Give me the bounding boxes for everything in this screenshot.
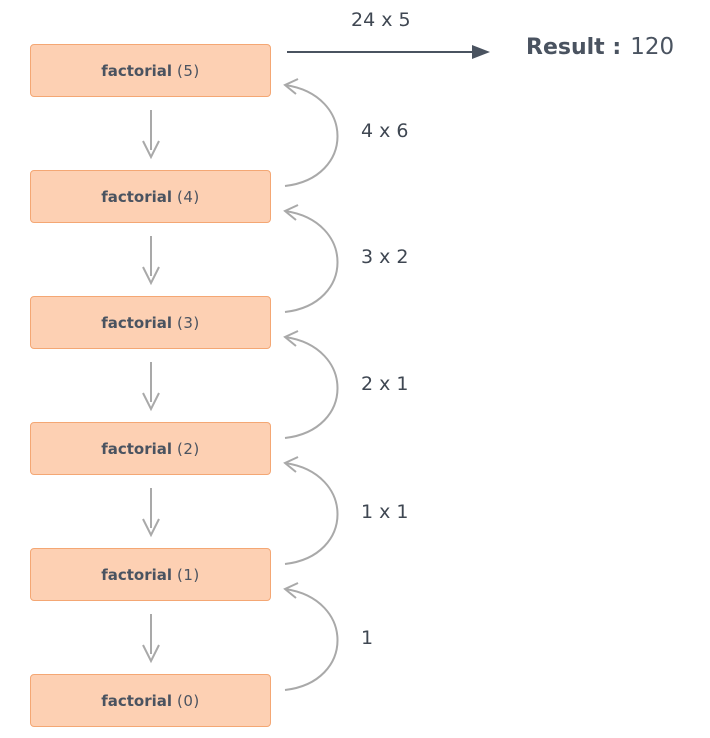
call-arrow-4-3: [142, 236, 160, 286]
function-name: factorial: [101, 691, 173, 710]
function-argument: (2): [177, 439, 200, 458]
factorial-call-box: factorial (2): [30, 422, 271, 475]
return-arrow-2-to-3: [283, 330, 339, 439]
return-value-label: 1 x 1: [361, 501, 409, 523]
factorial-call-box: factorial (4): [30, 170, 271, 223]
factorial-call-box: factorial (1): [30, 548, 271, 601]
return-value-label: 3 x 2: [361, 246, 409, 268]
result-display: Result : 120: [526, 36, 674, 59]
function-argument: (4): [177, 187, 200, 206]
result-label: Result :: [526, 35, 622, 60]
return-arrow-3-to-4: [283, 204, 339, 313]
function-argument: (0): [177, 691, 200, 710]
return-value-label: 2 x 1: [361, 373, 409, 395]
call-arrow-2-1: [142, 488, 160, 538]
function-name: factorial: [101, 313, 173, 332]
function-name: factorial: [101, 439, 173, 458]
call-arrow-3-2: [142, 362, 160, 412]
function-name: factorial: [101, 61, 173, 80]
call-arrow-1-0: [142, 614, 160, 664]
return-value-label: 1: [361, 627, 374, 649]
function-argument: (3): [177, 313, 200, 332]
result-arrow: [287, 45, 490, 59]
return-arrow-0-to-1: [283, 582, 339, 691]
final-multiplication-label: 24 x 5: [351, 9, 411, 31]
return-value-label: 4 x 6: [361, 120, 409, 142]
function-argument: (1): [177, 565, 200, 584]
function-name: factorial: [101, 565, 173, 584]
return-arrow-4-to-5: [283, 78, 339, 187]
factorial-call-box: factorial (3): [30, 296, 271, 349]
call-arrow-5-4: [142, 110, 160, 160]
function-name: factorial: [101, 187, 173, 206]
return-arrow-1-to-2: [283, 456, 339, 565]
result-value: 120: [630, 34, 675, 60]
factorial-call-box: factorial (0): [30, 674, 271, 727]
function-argument: (5): [177, 61, 200, 80]
factorial-call-box: factorial (5): [30, 44, 271, 97]
